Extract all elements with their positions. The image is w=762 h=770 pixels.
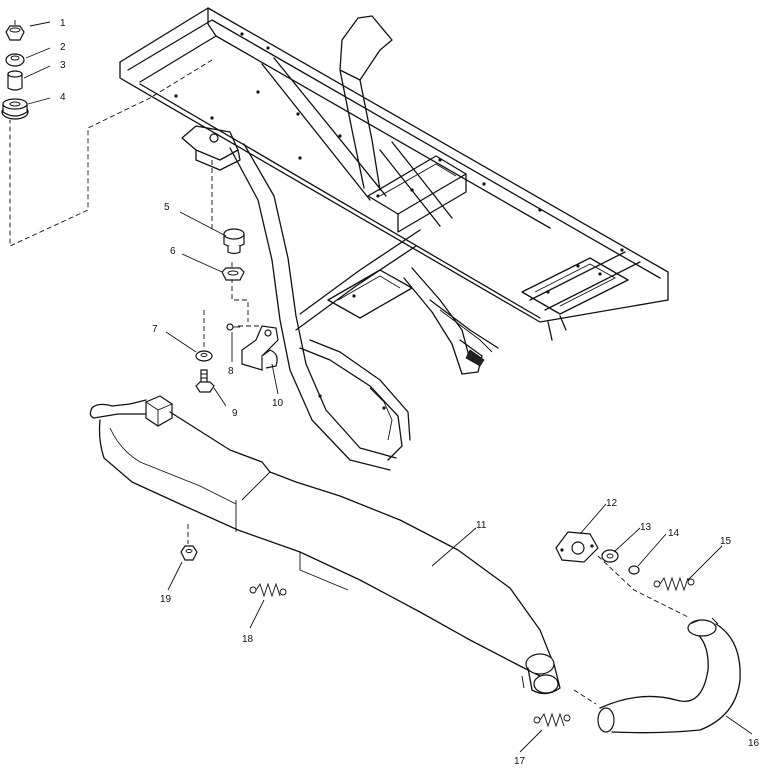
callout-5: 5: [164, 202, 170, 213]
frame-rivets: [174, 32, 624, 410]
exhaust-pipe-part-16: [597, 617, 741, 734]
mount-hardware-stack: [1, 20, 213, 247]
callout-19: 19: [160, 594, 172, 605]
callout-11: 11: [476, 520, 487, 531]
muffler-part-11: [89, 395, 561, 695]
nut-part-6: [221, 267, 245, 281]
callout-13: 13: [640, 522, 652, 533]
callout-17: 17: [514, 756, 526, 765]
callout-3: 3: [60, 60, 66, 71]
spring-part-17: [533, 712, 571, 728]
callout-12: 12: [606, 498, 618, 509]
flange-part-12: [555, 531, 599, 563]
center-mount-hardware: [195, 160, 279, 393]
callout-8: 8: [228, 366, 234, 377]
callout-16: 16: [748, 738, 760, 749]
spring-part-15: [653, 576, 695, 592]
callout-15: 15: [720, 536, 732, 547]
callout-1: 1: [60, 18, 66, 29]
callout-10: 10: [272, 398, 284, 409]
bolt-part-9: [195, 369, 215, 393]
callout-2: 2: [60, 42, 66, 53]
vehicle-frame: [119, 7, 669, 471]
callout-7: 7: [152, 324, 158, 335]
nut-part-1: [5, 25, 25, 41]
screw-part-8: [226, 323, 240, 331]
washer-part-2: [5, 53, 25, 67]
bracket-part-10: [241, 325, 279, 371]
spring-part-18: [249, 582, 287, 598]
leader-lines: [23, 21, 753, 753]
callout-labels: 1 2 3 4 5 6 7 8 9 10 11 12 13 14 15 16 1…: [60, 18, 760, 767]
nut-part-19: [180, 524, 198, 561]
washer-part-7: [195, 350, 213, 362]
callout-14: 14: [668, 528, 680, 539]
callout-4: 4: [60, 92, 66, 103]
spacer-part-3: [7, 70, 23, 91]
callout-6: 6: [170, 246, 176, 257]
gasket-part-13: [601, 549, 619, 563]
grommet-part-5: [223, 228, 245, 255]
grommet-part-4: [1, 98, 29, 120]
callout-18: 18: [242, 634, 254, 645]
washer-part-14: [628, 565, 640, 575]
callout-9: 9: [232, 408, 238, 419]
